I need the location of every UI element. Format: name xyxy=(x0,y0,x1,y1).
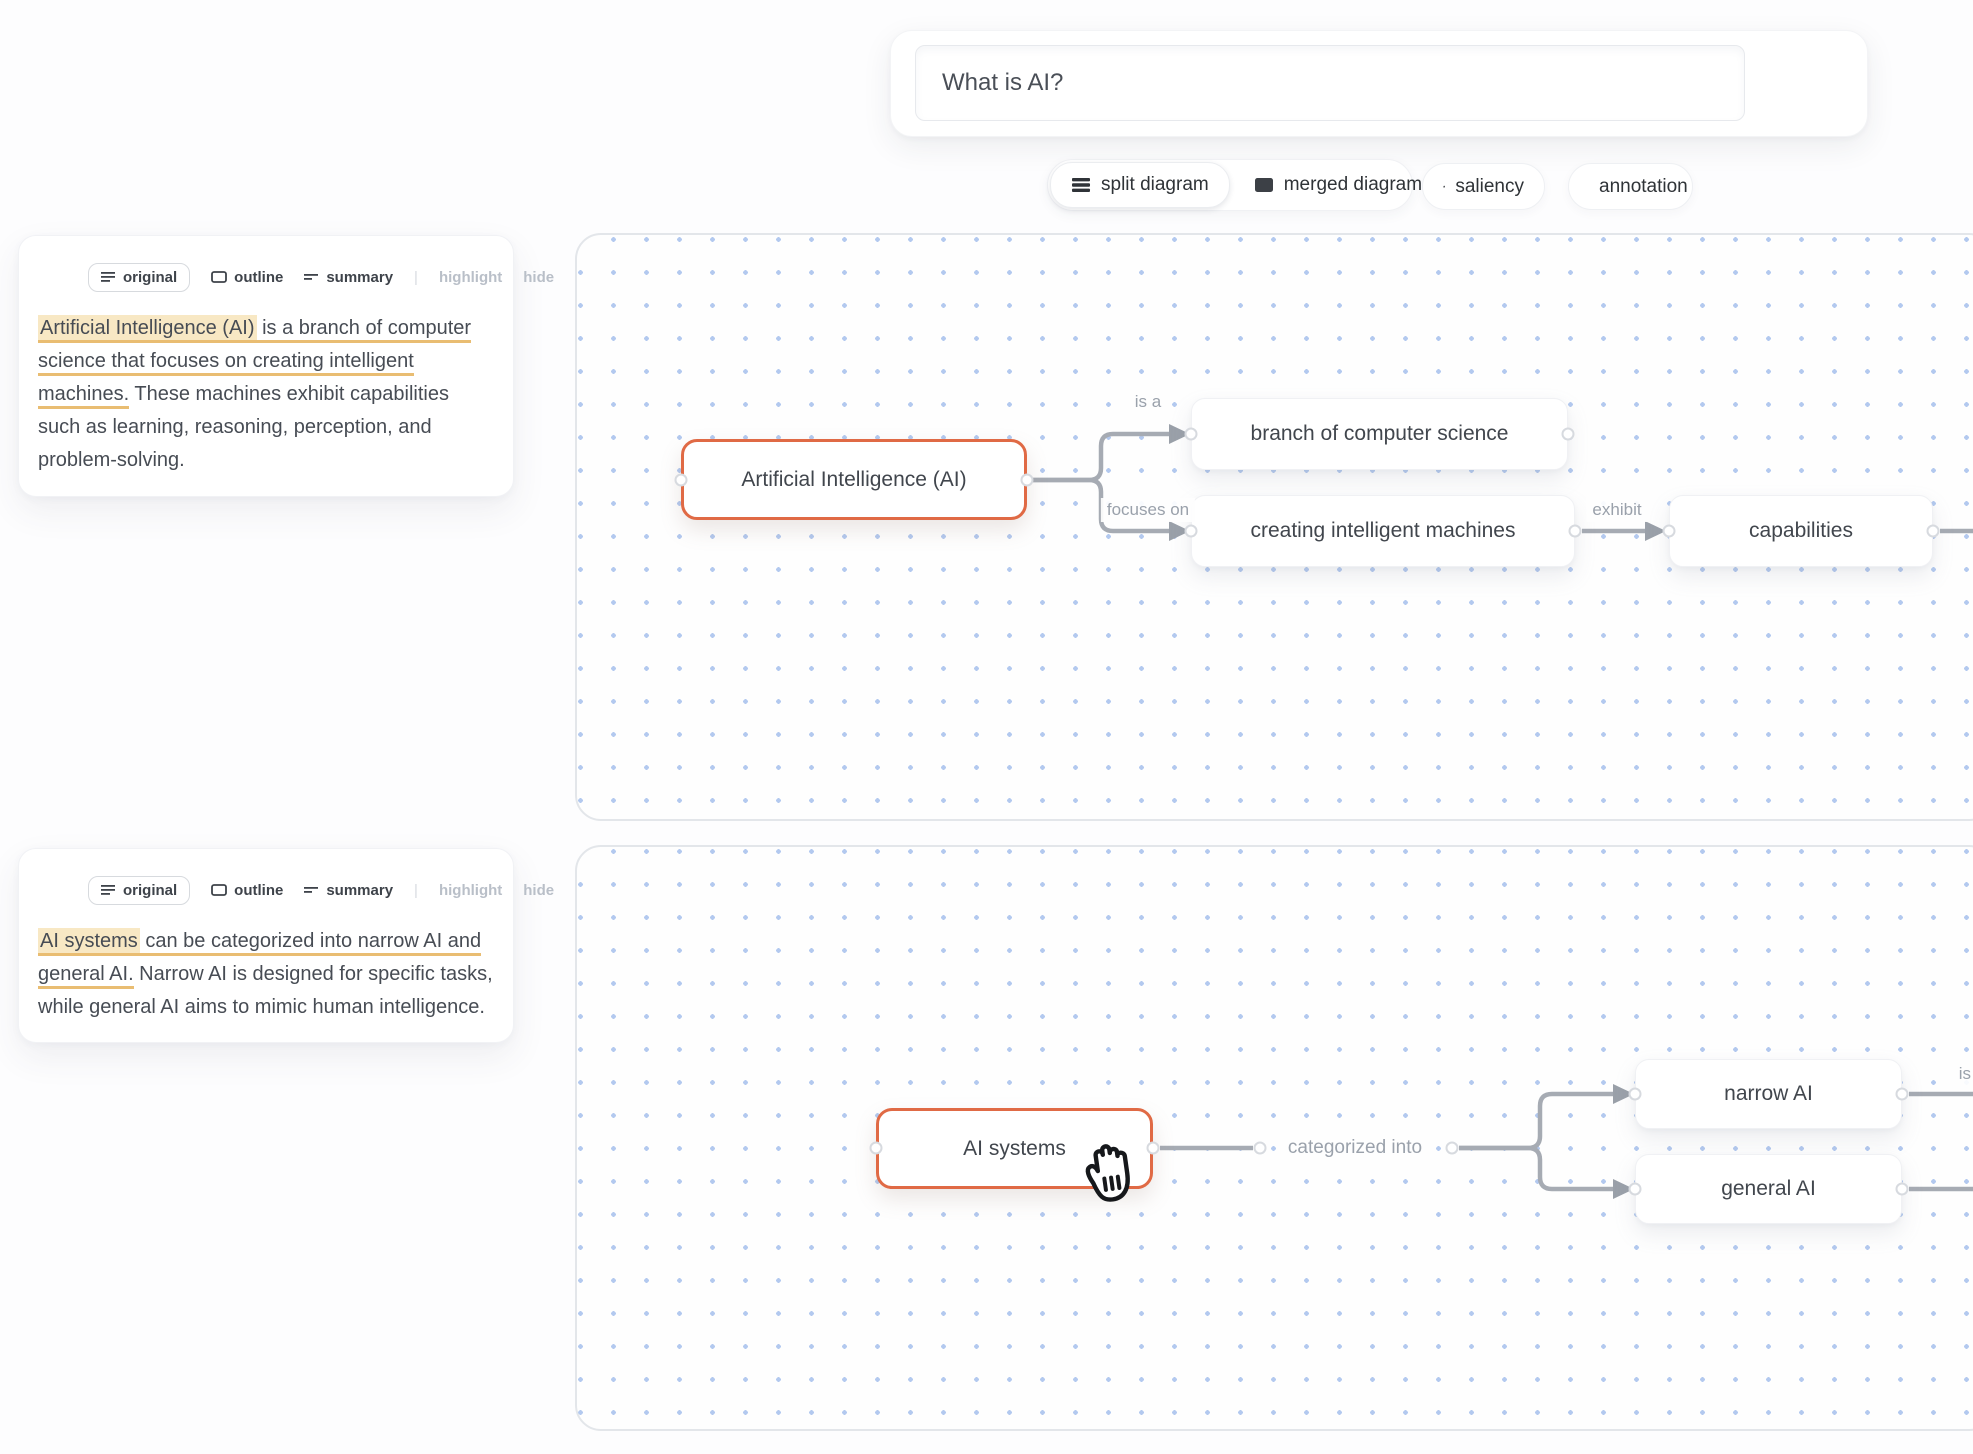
tab-original[interactable]: original xyxy=(88,875,191,905)
port[interactable] xyxy=(1184,524,1198,538)
sentence-panel-2: original outline summary | highlight hid… xyxy=(18,848,554,1043)
sentence-panel-1: original outline summary | highlight hid… xyxy=(18,235,554,497)
edge-label-exhibit: exhibit xyxy=(1586,498,1648,522)
edges-layer xyxy=(1160,1084,1973,1199)
port[interactable] xyxy=(1895,1182,1909,1196)
diagram-mode-toggle: split diagram merged diagram xyxy=(1047,159,1422,211)
question-input[interactable] xyxy=(915,45,1745,121)
node-label: branch of computer science xyxy=(1250,422,1509,445)
tab-outline-label: outline xyxy=(234,268,284,286)
node-label: creating intelligent machines xyxy=(1250,519,1516,542)
node-general-ai[interactable]: general AI xyxy=(1635,1154,1902,1224)
plain-phrase: These machines exhibit capabilities such… xyxy=(38,383,449,471)
port[interactable] xyxy=(674,473,688,487)
tab-original-label: original xyxy=(123,881,178,899)
node-creating-intelligent-machines[interactable]: creating intelligent machines xyxy=(1191,495,1575,567)
sentence-text: AI systems can be categorized into narro… xyxy=(38,925,493,1024)
merged-diagram-chip[interactable]: merged diagram xyxy=(1234,163,1442,207)
summary-lines-icon xyxy=(304,274,319,280)
tab-original-label: original xyxy=(123,268,178,286)
tab-highlight-label: highlight xyxy=(438,881,503,899)
tabs-divider: | xyxy=(414,881,418,899)
port[interactable] xyxy=(1561,427,1575,441)
panel-tabs: original outline summary | highlight hid… xyxy=(88,873,554,907)
edge-label-cut-right: is d xyxy=(1952,1062,1973,1086)
rows-icon xyxy=(1072,178,1090,192)
node-narrow-ai[interactable]: narrow AI xyxy=(1635,1059,1902,1129)
annotation-chip[interactable]: annotation xyxy=(1568,163,1693,210)
node-label: narrow AI xyxy=(1724,1082,1813,1105)
sentence-text: Artificial Intelligence (AI) is a branch… xyxy=(38,312,493,477)
annotation-label: annotation xyxy=(1599,175,1688,197)
highlighted-phrase[interactable]: Artificial Intelligence (AI) xyxy=(38,315,257,343)
saliency-chip[interactable]: saliency xyxy=(1422,163,1545,210)
port[interactable] xyxy=(1926,524,1940,538)
outline-rect-icon xyxy=(211,884,228,896)
node-branch-of-computer-science[interactable]: branch of computer science xyxy=(1191,398,1568,470)
tab-hide-label: hide xyxy=(523,881,555,899)
tab-summary[interactable]: summary xyxy=(304,269,393,286)
tab-highlight[interactable]: highlight xyxy=(439,882,502,899)
port[interactable] xyxy=(869,1141,883,1155)
merged-diagram-label: merged diagram xyxy=(1283,174,1423,195)
plain-phrase: Narrow AI is designed for specific tasks… xyxy=(38,963,493,1018)
tab-original[interactable]: original xyxy=(88,262,191,292)
node-capabilities[interactable]: capabilities xyxy=(1669,495,1933,567)
split-diagram-label: split diagram xyxy=(1101,174,1209,195)
edge-label-categorized-into: categorized into xyxy=(1281,1135,1429,1161)
port[interactable] xyxy=(1628,1087,1642,1101)
tab-summary[interactable]: summary xyxy=(304,882,393,899)
port[interactable] xyxy=(1020,473,1034,487)
port[interactable] xyxy=(1568,524,1582,538)
split-diagram-chip[interactable]: split diagram xyxy=(1050,162,1230,208)
port[interactable] xyxy=(1895,1087,1909,1101)
port[interactable] xyxy=(1628,1182,1642,1196)
saliency-label: saliency xyxy=(1455,175,1524,197)
tab-highlight-label: highlight xyxy=(438,268,503,286)
panel-tabs: original outline summary | highlight hid… xyxy=(88,260,554,294)
tab-outline[interactable]: outline xyxy=(211,882,283,899)
tab-hide[interactable]: hide xyxy=(523,269,554,286)
filled-square-icon xyxy=(1254,178,1273,192)
port[interactable] xyxy=(1253,1141,1267,1155)
tab-highlight[interactable]: highlight xyxy=(439,269,502,286)
port[interactable] xyxy=(1662,524,1676,538)
underlined-phrase[interactable]: can be categorized into narrow AI and ge… xyxy=(38,930,482,989)
node-artificial-intelligence[interactable]: Artificial Intelligence (AI) xyxy=(681,439,1027,520)
tab-hide[interactable]: hide xyxy=(523,882,554,899)
underlined-phrase[interactable]: is a branch of computer science that foc… xyxy=(38,317,472,409)
port[interactable] xyxy=(1445,1141,1459,1155)
tabs-divider: | xyxy=(414,268,418,286)
diagram-canvas-1[interactable]: Artificial Intelligence (AI) branch of c… xyxy=(575,233,1973,821)
node-label: general AI xyxy=(1721,1177,1816,1200)
outline-rect-icon xyxy=(211,271,228,283)
align-lines-icon xyxy=(101,885,115,895)
summary-lines-icon xyxy=(304,887,319,893)
node-ai-systems[interactable]: AI systems xyxy=(876,1108,1153,1189)
tab-hide-label: hide xyxy=(523,268,555,286)
edge-label-is-a: is a xyxy=(1128,390,1168,414)
tab-outline-label: outline xyxy=(234,881,284,899)
highlighted-phrase[interactable]: AI systems xyxy=(38,928,140,956)
saliency-triangle-icon xyxy=(1443,185,1446,188)
search-card xyxy=(890,30,1868,137)
port[interactable] xyxy=(1146,1141,1160,1155)
diagram-canvas-2[interactable]: AI systems narrow AI general AI categori… xyxy=(575,845,1973,1431)
tab-summary-label: summary xyxy=(326,268,394,286)
tab-summary-label: summary xyxy=(326,881,394,899)
tab-outline[interactable]: outline xyxy=(211,269,283,286)
edge-label-focuses-on: focuses on xyxy=(1100,498,1196,522)
node-label: capabilities xyxy=(1749,519,1853,542)
port[interactable] xyxy=(1184,427,1198,441)
node-label: AI systems xyxy=(963,1136,1066,1160)
align-lines-icon xyxy=(101,272,115,282)
node-label: Artificial Intelligence (AI) xyxy=(741,467,967,491)
